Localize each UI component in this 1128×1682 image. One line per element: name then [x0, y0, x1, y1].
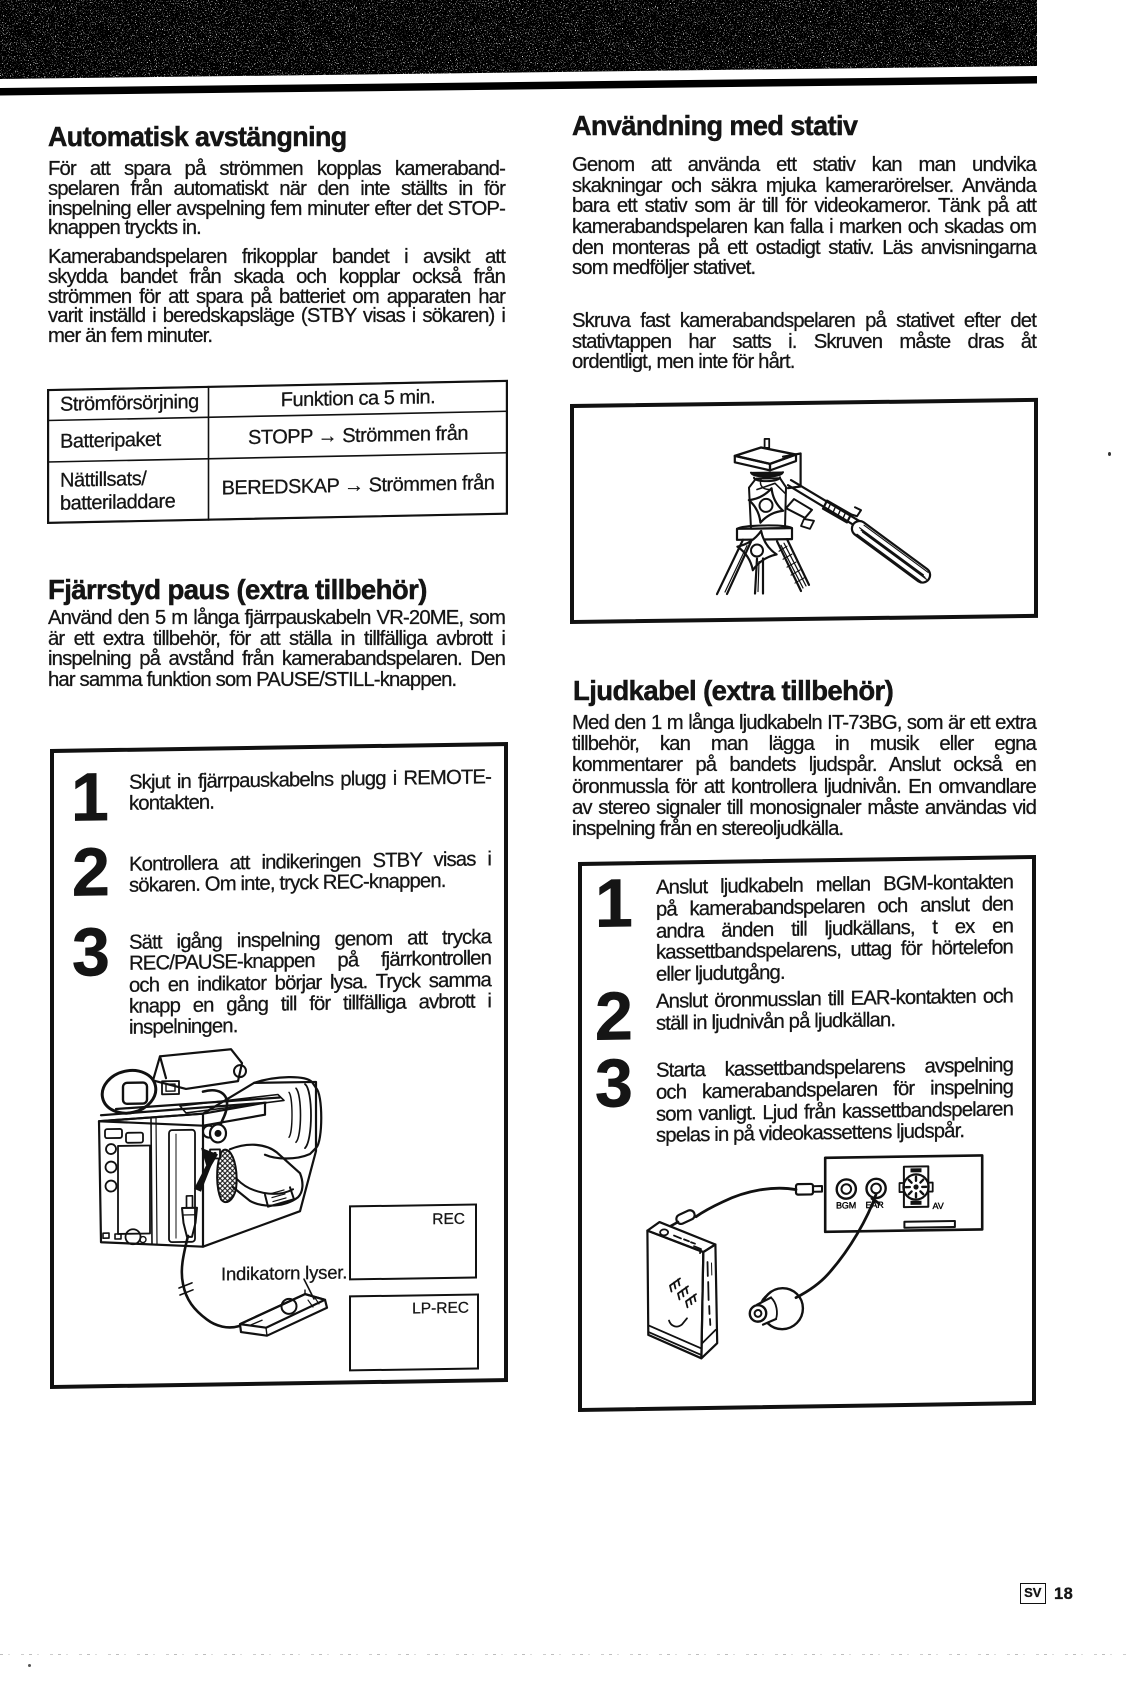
svg-text:AV: AV — [932, 1201, 943, 1211]
svg-text:BGM: BGM — [836, 1200, 856, 1210]
svg-text:EAR: EAR — [865, 1200, 884, 1210]
